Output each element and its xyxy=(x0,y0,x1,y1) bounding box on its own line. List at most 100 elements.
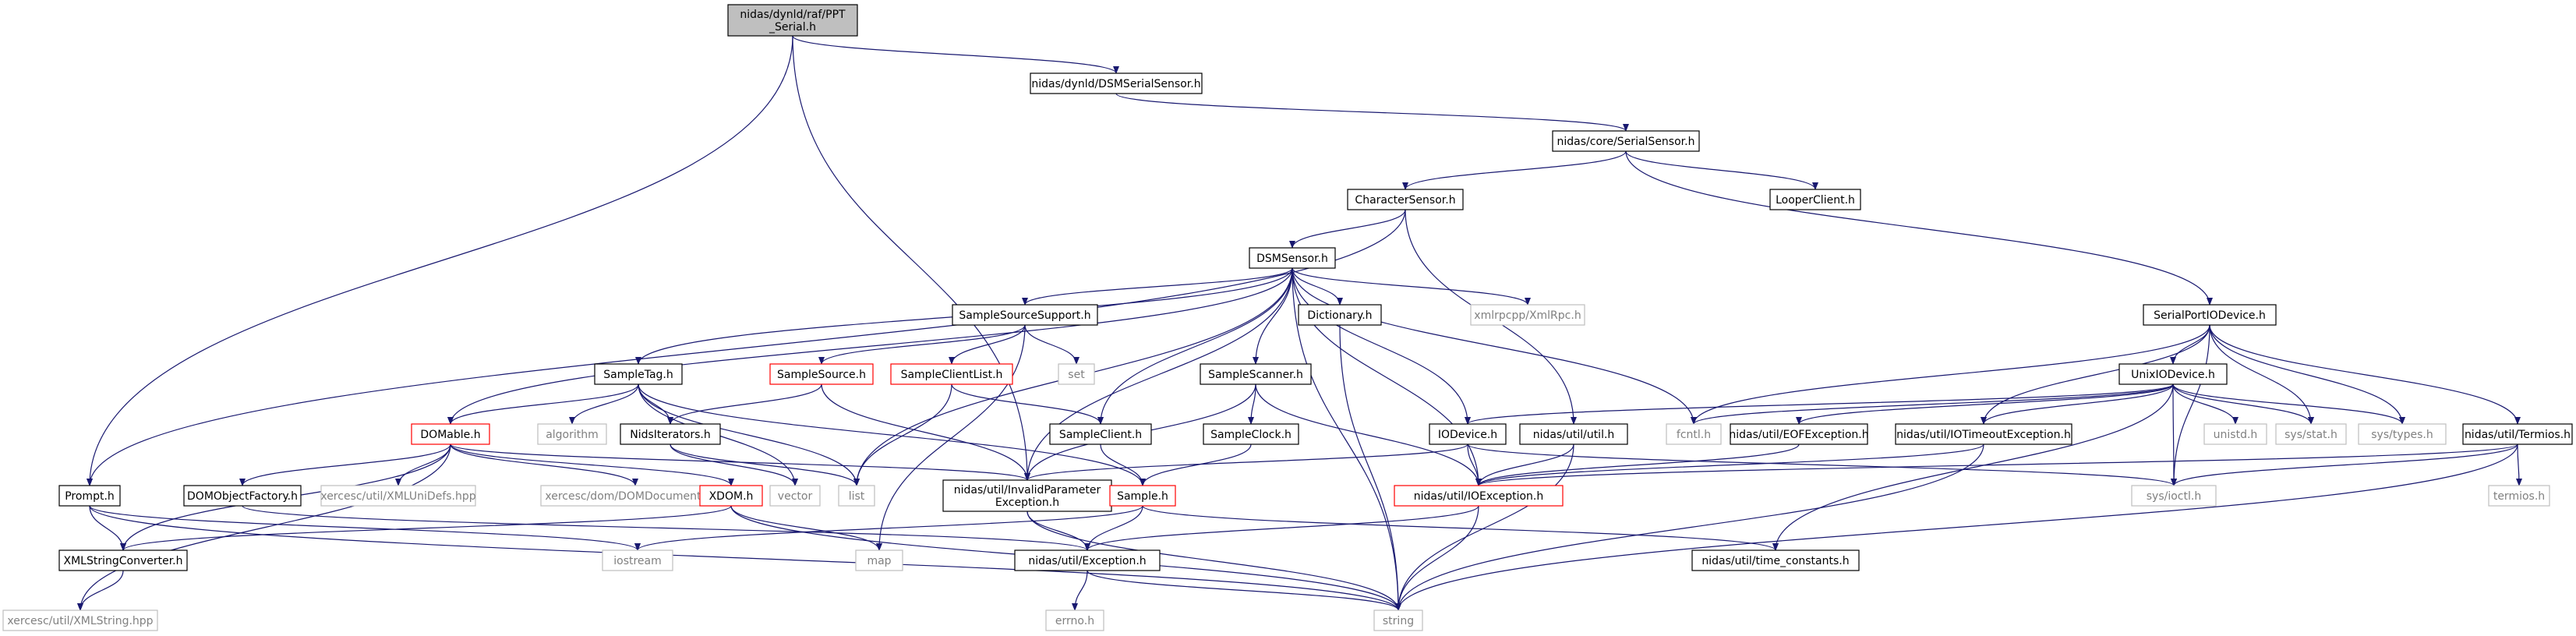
node-algorithm[interactable]: algorithm xyxy=(537,423,607,445)
node-xdom-box xyxy=(699,485,763,507)
node-dictionary[interactable]: Dictionary.h xyxy=(1298,304,1382,326)
node-nidsiterators[interactable]: NidsIterators.h xyxy=(620,423,721,445)
node-xdom[interactable]: XDOM.h xyxy=(699,485,763,507)
node-fcntl[interactable]: fcntl.h xyxy=(1666,423,1722,445)
node-exception[interactable]: nidas/util/Exception.h xyxy=(1014,549,1161,571)
node-systypes[interactable]: sys/types.h xyxy=(2358,423,2447,445)
node-looperclient-label-0: LooperClient.h xyxy=(1776,194,1855,207)
node-unixiodevice[interactable]: UnixIODevice.h xyxy=(2118,363,2228,385)
edge-samplesourcesupport-to-samplesource xyxy=(818,324,1026,365)
node-sampleclient[interactable]: SampleClient.h xyxy=(1049,423,1152,445)
edge-root-to-invalidparam xyxy=(792,35,1030,481)
node-samplescanner[interactable]: SampleScanner.h xyxy=(1200,363,1312,385)
node-looperclient[interactable]: LooperClient.h xyxy=(1769,189,1861,210)
node-sample[interactable]: Sample.h xyxy=(1109,485,1176,507)
edge-termiosutil-to-ioexception xyxy=(1475,443,2518,486)
node-characterSensor[interactable]: CharacterSensor.h xyxy=(1347,189,1464,210)
node-xdom-label-0: XDOM.h xyxy=(709,490,754,503)
node-termios-box xyxy=(2488,485,2550,507)
edge-dsmsensor-to-samplescanner xyxy=(1253,267,1293,365)
node-sample-box xyxy=(1109,485,1176,507)
edge-iodevice-to-invalidparam xyxy=(1024,443,1468,481)
node-sampletag-box xyxy=(594,363,683,385)
node-iodevice[interactable]: IODevice.h xyxy=(1429,423,1507,445)
node-xmlrpc[interactable]: xmlrpcpp/XmlRpc.h xyxy=(1470,304,1585,326)
edge-unixiodevice-to-iotimeoutexception xyxy=(1981,383,2174,425)
node-nidsiterators-label-0: NidsIterators.h xyxy=(630,429,711,441)
node-serialsensor[interactable]: nidas/core/SerialSensor.h xyxy=(1552,130,1700,152)
edge-dictionary-to-string xyxy=(1339,324,1401,611)
node-map[interactable]: map xyxy=(855,549,903,571)
node-list-label-0: list xyxy=(849,490,865,503)
node-iostream[interactable]: iostream xyxy=(602,549,673,571)
node-samplesource[interactable]: SampleSource.h xyxy=(769,363,874,385)
node-dsmserialsensor[interactable]: nidas/dynld/DSMSerialSensor.h xyxy=(1030,72,1203,94)
node-domobjectfactory[interactable]: DOMObjectFactory.h xyxy=(183,485,302,507)
edge-prompt-to-xmlstringconverter xyxy=(89,505,126,551)
node-termios[interactable]: termios.h xyxy=(2488,485,2550,507)
nodes-layer: nidas/dynld/raf/PPT_Serial.h nidas/dynld/… xyxy=(2,4,2573,631)
node-iotimeoutexception-label-0: nidas/util/IOTimeoutException.h xyxy=(1896,429,2071,441)
node-samplesource-label-0: SampleSource.h xyxy=(777,369,866,381)
node-serialportiodevice[interactable]: SerialPortIODevice.h xyxy=(2143,304,2277,326)
node-list[interactable]: list xyxy=(838,485,875,507)
node-domdocument[interactable]: xercesc/dom/DOMDocument.hpp xyxy=(540,485,730,507)
node-ioexception[interactable]: nidas/util/IOException.h xyxy=(1394,485,1564,507)
node-serialsensor-box xyxy=(1552,130,1700,152)
node-eofexception[interactable]: nidas/util/EOFException.h xyxy=(1729,423,1869,445)
node-samplesourcesupport[interactable]: SampleSourceSupport.h xyxy=(952,304,1098,326)
node-xmlstringconverter[interactable]: XMLStringConverter.h xyxy=(58,549,188,571)
node-timeconstants[interactable]: nidas/util/time_constants.h xyxy=(1691,549,1860,571)
node-errno-label-0: errno.h xyxy=(1055,615,1094,627)
node-sampleclientlist-box xyxy=(890,363,1013,385)
edge-serialportiodevice-to-termiosutil xyxy=(2209,324,2521,425)
node-sampleclientlist-label-0: SampleClientList.h xyxy=(901,369,1003,381)
edge-iodevice-to-sysioctl xyxy=(1467,443,2177,486)
edge-serialportiodevice-to-fcntl xyxy=(1691,324,2210,425)
node-errno[interactable]: errno.h xyxy=(1045,610,1104,631)
node-iotimeoutexception[interactable]: nidas/util/IOTimeoutException.h xyxy=(1895,423,2072,445)
edge-dsmsensor-to-sampleclient xyxy=(1097,267,1293,425)
node-sampleclock[interactable]: SampleClock.h xyxy=(1203,423,1299,445)
node-domdocument-label-0: xercesc/dom/DOMDocument.hpp xyxy=(545,490,725,503)
node-sysioctl[interactable]: sys/ioctl.h xyxy=(2131,485,2217,507)
node-vector[interactable]: vector xyxy=(769,485,821,507)
node-samplesource-box xyxy=(769,363,874,385)
edge-samplesourcesupport-to-sampleclientlist xyxy=(949,324,1026,365)
node-dsmserialsensor-label-0: nidas/dynld/DSMSerialSensor.h xyxy=(1031,78,1200,90)
node-domable[interactable]: DOMable.h xyxy=(411,423,490,445)
edge-sampletag-to-algorithm xyxy=(569,383,639,425)
node-domobjectfactory-box xyxy=(183,485,302,507)
node-xmluni[interactable]: xercesc/util/XMLUniDefs.hpp xyxy=(320,485,476,507)
node-unixiodevice-label-0: UnixIODevice.h xyxy=(2131,369,2215,381)
node-xmlstring[interactable]: xercesc/util/XMLString.hpp xyxy=(2,610,158,631)
node-root-label-1: _Serial.h xyxy=(769,21,816,34)
node-dsmsensor[interactable]: DSMSensor.h xyxy=(1249,247,1336,269)
edge-utilh-to-string xyxy=(1395,443,1574,611)
node-sampletag[interactable]: SampleTag.h xyxy=(594,363,683,385)
node-set[interactable]: set xyxy=(1058,363,1095,385)
node-exception-label-0: nidas/util/Exception.h xyxy=(1028,555,1146,567)
edge-exception-to-string xyxy=(1087,570,1401,611)
node-characterSensor-label-0: CharacterSensor.h xyxy=(1355,194,1455,207)
node-string[interactable]: string xyxy=(1373,610,1423,631)
edge-domable-to-xdom xyxy=(450,443,734,486)
edge-invalidparam-to-exception xyxy=(1027,511,1090,551)
node-sampleclientlist[interactable]: SampleClientList.h xyxy=(890,363,1013,385)
node-utilh[interactable]: nidas/util/util.h xyxy=(1519,423,1628,445)
node-invalidparam-label-0: nidas/util/InvalidParameter xyxy=(954,484,1101,496)
node-root[interactable]: nidas/dynld/raf/PPT_Serial.h xyxy=(727,4,858,37)
node-sysstat[interactable]: sys/stat.h xyxy=(2275,423,2347,445)
node-domable-box xyxy=(411,423,490,445)
node-iodevice-box xyxy=(1429,423,1507,445)
node-termiosutil[interactable]: nidas/util/Termios.h xyxy=(2462,423,2573,445)
node-prompt[interactable]: Prompt.h xyxy=(58,485,121,507)
node-sysioctl-box xyxy=(2131,485,2217,507)
edge-characterSensor-to-dsmsensor xyxy=(1289,209,1406,249)
edge-sample-to-iostream xyxy=(634,505,1143,551)
edge-dsmsensor-to-xmlrpc xyxy=(1292,267,1531,306)
node-unistd[interactable]: unistd.h xyxy=(2203,423,2267,445)
edge-sampletag-to-domable xyxy=(447,383,639,425)
node-fcntl-label-0: fcntl.h xyxy=(1677,429,1711,441)
